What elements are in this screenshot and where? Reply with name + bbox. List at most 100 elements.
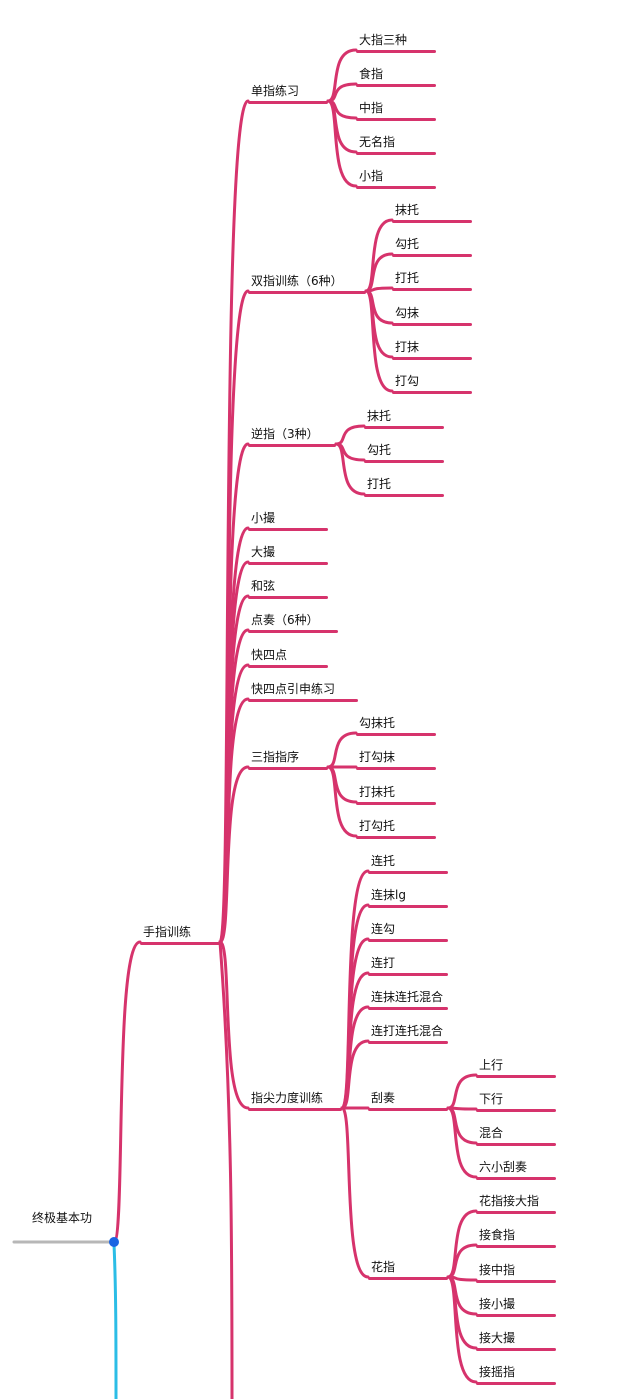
sub-leaf-node-0-2[interactable]: 混合 [476,1126,556,1146]
group-node-9[interactable]: 三指指序 [248,750,328,770]
sub-leaf-node-1-4[interactable]: 接大撮 [476,1331,556,1351]
group-node-5-label: 和弦 [251,579,276,593]
leaf-node-9-3[interactable]: 打勾托 [356,819,436,839]
leaf-node-1-0[interactable]: 抹托 [392,203,472,223]
node-finger-training[interactable]: 手指训练 [140,925,220,945]
group-node-1-label: 双指训练（6种） [251,274,343,288]
root-node[interactable]: 终极基本功 [32,1211,93,1225]
leaf-node-0-2[interactable]: 中指 [356,101,436,121]
leaf-node-1-4[interactable]: 打抹 [392,340,472,360]
sub-node-10-0-label: 刮奏 [371,1091,396,1105]
leaf-node-10-4[interactable]: 连抹连托混合 [368,990,448,1010]
leaf-node-0-3[interactable]: 无名指 [356,135,436,155]
sub-leaf-node-1-3[interactable]: 接小撮 [476,1297,556,1317]
link-group-1-child-5 [364,289,394,393]
leaf-node-2-2[interactable]: 打托 [364,477,444,497]
leaf-node-1-2[interactable]: 打托 [392,271,472,291]
sub-leaf-node-1-2-underline [476,1280,556,1283]
leaf-node-2-2-label: 打托 [367,477,392,491]
group-node-8-label: 快四点引申练习 [251,682,336,696]
leaf-node-10-3-underline [368,973,448,976]
group-node-10[interactable]: 指尖力度训练 [248,1091,342,1111]
sub-leaf-node-0-1[interactable]: 下行 [476,1092,556,1112]
sub-leaf-node-1-2[interactable]: 接中指 [476,1263,556,1283]
leaf-node-9-0-underline [356,733,436,736]
leaf-node-0-1-underline [356,84,436,87]
sub-leaf-node-0-1-label: 下行 [479,1092,504,1106]
leaf-node-1-3[interactable]: 勾抹 [392,306,472,326]
group-node-7[interactable]: 快四点 [248,648,328,668]
sub-leaf-node-1-5-underline [476,1382,556,1385]
link-group-9-child-3 [326,765,358,838]
group-node-1[interactable]: 双指训练（6种） [248,274,366,294]
node-finger-training-underline [140,942,220,945]
sub-leaf-node-0-0[interactable]: 上行 [476,1058,556,1078]
leaf-node-1-1[interactable]: 勾托 [392,237,472,257]
leaf-node-10-0[interactable]: 连托 [368,854,448,874]
sub-leaf-node-1-1-underline [476,1245,556,1248]
leaf-node-0-1[interactable]: 食指 [356,67,436,87]
link-sub-0-child-3 [446,1106,478,1179]
leaf-node-10-1-underline [368,905,448,908]
leaf-node-10-1-label: 连抹lg [371,888,406,902]
leaf-node-9-2-label: 打抹托 [359,785,396,799]
leaf-node-2-1-label: 勾托 [367,443,392,457]
sub-leaf-node-0-2-underline [476,1143,556,1146]
leaf-node-0-3-underline [356,152,436,155]
group-node-3-underline [248,528,328,531]
sub-leaf-node-1-1[interactable]: 接食指 [476,1228,556,1248]
leaf-node-0-0[interactable]: 大指三种 [356,33,436,53]
sub-leaf-node-0-0-label: 上行 [479,1058,504,1072]
group-node-0-underline [248,101,328,104]
leaf-node-1-1-label: 勾托 [395,237,420,251]
root-dot[interactable] [109,1237,119,1247]
group-node-6[interactable]: 点奏（6种） [248,613,338,633]
sub-node-10-1[interactable]: 花指 [368,1260,448,1280]
sub-node-10-0-underline [368,1108,448,1111]
group-node-2[interactable]: 逆指（3种） [248,427,336,447]
group-node-0[interactable]: 单指练习 [248,84,328,104]
group-node-4[interactable]: 大撮 [248,545,328,565]
sub-node-10-1-underline [368,1277,448,1280]
leaf-node-9-3-label: 打勾托 [359,819,396,833]
group-node-3[interactable]: 小撮 [248,511,328,531]
sub-node-10-0[interactable]: 刮奏 [368,1091,448,1111]
leaf-node-0-0-underline [356,50,436,53]
leaf-node-10-3[interactable]: 连打 [368,956,448,976]
leaf-node-9-0[interactable]: 勾抹托 [356,716,436,736]
group-node-3-label: 小撮 [251,511,276,525]
group-node-5[interactable]: 和弦 [248,579,328,599]
leaf-node-2-1[interactable]: 勾托 [364,443,444,463]
group-node-9-underline [248,767,328,770]
leaf-node-0-4[interactable]: 小指 [356,169,436,189]
leaf-node-10-1[interactable]: 连抹lg [368,888,448,908]
leaf-node-10-2-underline [368,939,448,942]
group-node-1-underline [248,291,366,294]
link-group-0-child-0 [326,48,358,103]
leaf-node-1-4-underline [392,357,472,360]
sub-leaf-node-0-3[interactable]: 六小刮奏 [476,1160,556,1180]
sub-leaf-node-1-0[interactable]: 花指接大指 [476,1194,556,1214]
sub-leaf-node-1-5[interactable]: 接摇指 [476,1365,556,1385]
leaf-node-1-2-underline [392,288,472,291]
leaf-node-1-5[interactable]: 打勾 [392,374,472,394]
leaf-node-9-1[interactable]: 打勾抹 [356,750,436,770]
link-l1-continue [218,940,234,1399]
sub-leaf-node-1-1-label: 接食指 [479,1228,516,1242]
leaf-node-9-2-underline [356,802,436,805]
group-node-8[interactable]: 快四点引申练习 [248,682,358,702]
leaf-node-10-2-label: 连勾 [371,922,396,936]
leaf-node-2-0[interactable]: 抹托 [364,409,444,429]
leaf-node-10-0-label: 连托 [371,854,396,868]
leaf-node-10-5[interactable]: 连打连托混合 [368,1024,448,1044]
leaf-node-10-2[interactable]: 连勾 [368,922,448,942]
lower-branch-line [112,1242,118,1399]
sub-leaf-node-1-4-underline [476,1348,556,1351]
link-group-10-child-5 [340,1039,370,1110]
leaf-node-2-1-underline [364,460,444,463]
leaf-node-9-2[interactable]: 打抹托 [356,785,436,805]
leaf-node-1-3-underline [392,323,472,326]
leaf-node-9-0-label: 勾抹托 [359,716,396,730]
leaf-node-0-2-label: 中指 [359,101,384,115]
link-l1-group-9 [218,765,250,944]
